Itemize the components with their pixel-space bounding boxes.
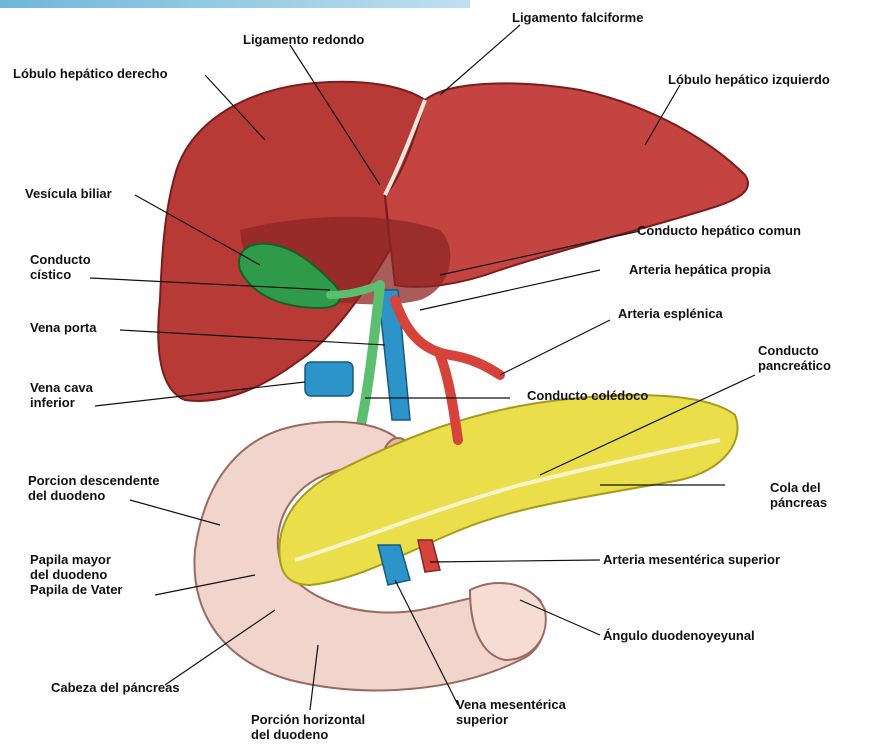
label-conducto-hepatico-comun: Conducto hepático comun: [637, 223, 801, 238]
superior-mesenteric-artery: [418, 540, 440, 572]
label-conducto-cistico: Conducto cístico: [30, 252, 91, 282]
label-line: del duodeno: [30, 567, 123, 582]
label-line: páncreas: [770, 495, 827, 510]
label-line: Conducto: [758, 343, 831, 358]
label-ligamento-redondo: Ligamento redondo: [243, 32, 364, 47]
label-line: Papila de Vater: [30, 582, 123, 597]
label-line: Vena mesentérica: [456, 697, 566, 712]
label-line: cístico: [30, 267, 91, 282]
label-vena-mesenterica-superior: Vena mesentérica superior: [456, 697, 566, 727]
label-lobulo-derecho: Lóbulo hepático derecho: [13, 66, 168, 81]
label-conducto-coledoco: Conducto colédoco: [527, 388, 648, 403]
label-line: superior: [456, 712, 566, 727]
label-ligamento-falciforme: Ligamento falciforme: [512, 10, 643, 25]
label-cabeza-pancreas: Cabeza del páncreas: [51, 680, 180, 695]
inferior-vena-cava: [305, 362, 353, 396]
label-line: Cola del: [770, 480, 827, 495]
label-line: inferior: [30, 395, 93, 410]
label-line: Papila mayor: [30, 552, 123, 567]
label-vena-cava-inferior: Vena cava inferior: [30, 380, 93, 410]
label-lobulo-izquierdo: Lóbulo hepático izquierdo: [668, 72, 830, 87]
label-line: Porción horizontal: [251, 712, 365, 727]
label-porcion-descendente: Porcion descendente del duodeno: [28, 473, 159, 503]
label-cola-pancreas: Cola del páncreas: [770, 480, 827, 510]
label-line: Conducto: [30, 252, 91, 267]
label-line: pancreático: [758, 358, 831, 373]
label-papila-mayor: Papila mayor del duodeno Papila de Vater: [30, 552, 123, 597]
label-arteria-hepatica-propia: Arteria hepática propia: [629, 262, 771, 277]
label-vena-porta: Vena porta: [30, 320, 96, 335]
label-arteria-mesenterica-superior: Arteria mesentérica superior: [603, 552, 780, 567]
label-line: del duodeno: [251, 727, 365, 742]
label-angulo-duodenoyeyunal: Ángulo duodenoyeyunal: [603, 628, 755, 643]
label-porcion-horizontal: Porción horizontal del duodeno: [251, 712, 365, 742]
label-conducto-pancreatico: Conducto pancreático: [758, 343, 831, 373]
label-vesicula-biliar: Vesícula biliar: [25, 186, 112, 201]
label-line: Porcion descendente: [28, 473, 159, 488]
label-arteria-esplenica: Arteria esplénica: [618, 306, 723, 321]
label-line: del duodeno: [28, 488, 159, 503]
label-line: Vena cava: [30, 380, 93, 395]
